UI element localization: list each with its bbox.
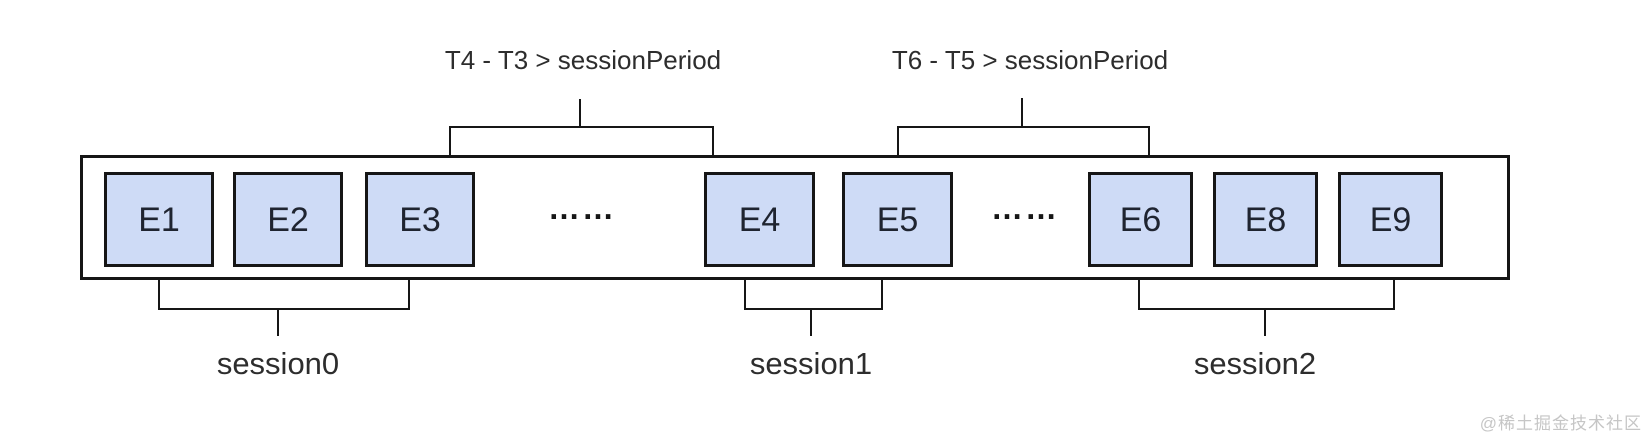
ellipsis-dots-left: …… — [548, 190, 616, 226]
session-bracket-1 — [744, 280, 883, 310]
event-box-e3: E3 — [365, 172, 475, 267]
gap-bracket-2 — [897, 126, 1150, 157]
session-bracket-stem-2 — [1264, 308, 1266, 336]
gap-annotation-label-t6-t5: T6 - T5 > sessionPeriod — [891, 45, 1169, 75]
gap-annotation-label-t4-t3: T4 - T3 > sessionPeriod — [444, 45, 722, 75]
event-box-e6: E6 — [1088, 172, 1193, 267]
event-box-e9: E9 — [1338, 172, 1443, 267]
session-label-1: session1 — [749, 346, 873, 381]
watermark: @稀土掘金技术社区 — [1479, 414, 1642, 433]
ellipsis-dots-right: …… — [991, 190, 1059, 226]
event-box-e5: E5 — [842, 172, 953, 267]
event-box-e1: E1 — [104, 172, 214, 267]
session-bracket-stem-1 — [810, 308, 812, 336]
gap-bracket-1 — [449, 126, 714, 157]
session-label-0: session0 — [216, 346, 340, 381]
session-bracket-0 — [158, 280, 410, 310]
event-box-e4: E4 — [704, 172, 815, 267]
event-box-e2: E2 — [233, 172, 343, 267]
gap-bracket-stem-2 — [1021, 98, 1023, 126]
session-label-2: session2 — [1193, 346, 1317, 381]
session-bracket-2 — [1138, 280, 1395, 310]
session-bracket-stem-0 — [277, 308, 279, 336]
event-box-e8: E8 — [1213, 172, 1318, 267]
gap-bracket-stem-1 — [579, 99, 581, 126]
